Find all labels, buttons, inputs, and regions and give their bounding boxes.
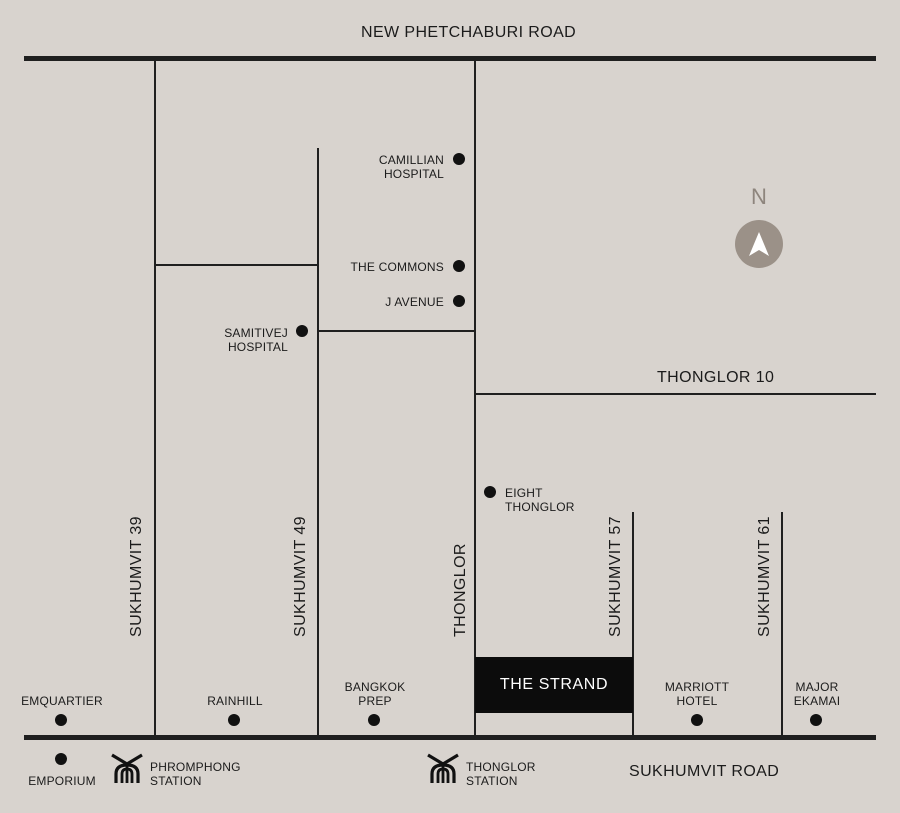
sukhumvit-57-label: SUKHUMVIT 57 <box>607 516 624 637</box>
bangkok-prep-marker <box>368 714 380 726</box>
marriott-hotel-label-line2: HOTEL <box>676 694 718 708</box>
emporium-marker <box>55 753 67 765</box>
camillian-hospital-label: CAMILLIAN HOSPITAL <box>360 153 444 181</box>
marriott-hotel-label-line1: MARRIOTT <box>664 680 730 694</box>
emquartier-label: EMQUARTIER <box>21 694 103 708</box>
samitivej-hospital-label-line1: SAMITIVEJ <box>224 326 288 340</box>
camillian-hospital-label-line2: HOSPITAL <box>383 167 444 181</box>
emporium-label: EMPORIUM <box>28 774 96 788</box>
sukhumvit-57-line <box>632 512 634 738</box>
samitivej-hospital-label-line2: HOSPITAL <box>227 340 288 354</box>
new-phetchaburi-road-label: NEW PHETCHABURI ROAD <box>361 24 577 41</box>
thonglor-label: THONGLOR <box>452 543 469 637</box>
soi-39-49-connector-line <box>155 264 318 266</box>
the-strand-project: THE STRAND <box>475 657 633 713</box>
major-ekamai-label-line1: MAJOR <box>795 680 839 694</box>
j-avenue-label: J AVENUE <box>385 295 444 309</box>
new-phetchaburi-road-line <box>24 56 876 61</box>
phromphong-station-label-line2: STATION <box>150 774 202 788</box>
j-avenue-marker <box>453 295 465 307</box>
bangkok-prep-label-line1: BANGKOK <box>344 680 406 694</box>
camillian-hospital-label-line1: CAMILLIAN <box>378 153 444 167</box>
bangkok-prep-label: BANGKOK PREP <box>325 680 425 708</box>
sukhumvit-road-line <box>24 735 876 740</box>
rainhill-marker <box>228 714 240 726</box>
compass-badge <box>735 220 783 268</box>
samitivej-hospital-marker <box>296 325 308 337</box>
the-commons-marker <box>453 260 465 272</box>
thonglor-station-label: THONGLOR STATION <box>466 760 536 788</box>
major-ekamai-label-line2: EKAMAI <box>793 694 841 708</box>
major-ekamai-marker <box>810 714 822 726</box>
sukhumvit-49-line <box>317 148 319 738</box>
thonglor-10-label: THONGLOR 10 <box>657 369 775 386</box>
sukhumvit-61-label: SUKHUMVIT 61 <box>756 516 773 637</box>
marriott-hotel-marker <box>691 714 703 726</box>
rainhill-label: RAINHILL <box>207 694 263 708</box>
sukhumvit-39-label: SUKHUMVIT 39 <box>128 516 145 637</box>
sukhumvit-49-label: SUKHUMVIT 49 <box>292 516 309 637</box>
phromphong-station-label-line1: PHROMPHONG <box>150 760 241 774</box>
marriott-hotel-label: MARRIOTT HOTEL <box>647 680 747 708</box>
eight-thonglor-marker <box>484 486 496 498</box>
sukhumvit-39-line <box>154 58 156 738</box>
eight-thonglor-label: EIGHT THONGLOR <box>505 486 575 514</box>
thonglor-10-line <box>475 393 876 395</box>
bangkok-prep-label-line2: PREP <box>358 694 392 708</box>
sukhumvit-road-label: SUKHUMVIT ROAD <box>629 763 780 780</box>
north-label: N <box>751 184 767 209</box>
eight-thonglor-label-line2: THONGLOR <box>505 500 575 514</box>
eight-thonglor-label-line1: EIGHT <box>505 486 543 500</box>
camillian-hospital-marker <box>453 153 465 165</box>
thonglor-station-label-line2: STATION <box>466 774 518 788</box>
emquartier-marker <box>55 714 67 726</box>
north-arrow-icon <box>749 232 769 256</box>
thonglor-line <box>474 58 476 738</box>
the-commons-label: THE COMMONS <box>350 260 444 274</box>
thonglor-station-label-line1: THONGLOR <box>466 760 536 774</box>
soi-49-thonglor-connector-line <box>318 330 475 332</box>
samitivej-hospital-label: SAMITIVEJ HOSPITAL <box>200 326 288 354</box>
sukhumvit-61-line <box>781 512 783 738</box>
major-ekamai-label: MAJOR EKAMAI <box>767 680 867 708</box>
bts-station-icon <box>111 753 143 783</box>
phromphong-station-label: PHROMPHONG STATION <box>150 760 241 788</box>
bts-station-icon <box>427 753 459 783</box>
